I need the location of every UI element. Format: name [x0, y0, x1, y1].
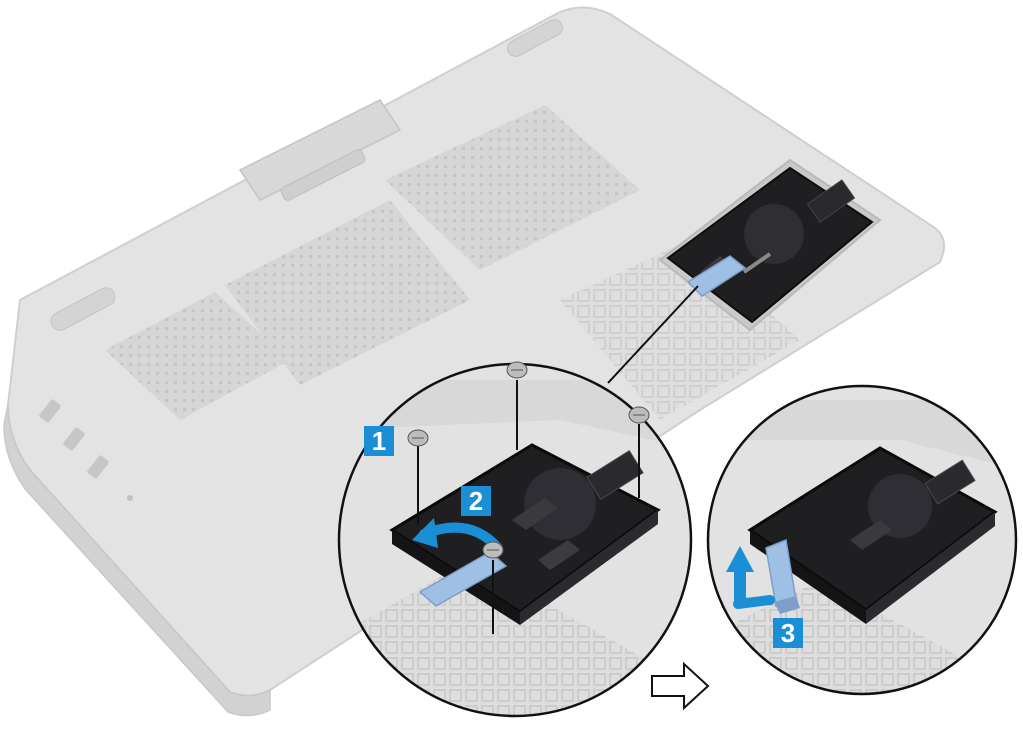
- zoom-view-step-3: 3: [706, 384, 1018, 696]
- callout-line: [607, 285, 699, 384]
- screw-2: [506, 361, 528, 450]
- laptop-base: [3, 6, 945, 717]
- outline-arrow-right-icon: [651, 661, 710, 711]
- step-3-badge: 3: [773, 618, 803, 648]
- svg-text:2: 2: [469, 486, 483, 516]
- vent-grille-right: [385, 105, 640, 270]
- screw-4: [482, 541, 504, 634]
- pull-tab-icon: [418, 551, 508, 607]
- svg-text:3: 3: [781, 618, 795, 648]
- pull-tab-icon: [686, 255, 747, 297]
- hard-drive-in-bay: [607, 158, 882, 384]
- zoom-view-step-1-2: 1 2: [337, 361, 693, 718]
- screw-1: [407, 429, 429, 524]
- vent-grille-left: [105, 292, 290, 420]
- screw-3: [628, 406, 650, 498]
- step-1-badge: 1: [364, 426, 394, 456]
- vent-grille-center: [225, 200, 470, 385]
- svg-text:1: 1: [372, 426, 386, 456]
- step-2-badge: 2: [461, 486, 491, 516]
